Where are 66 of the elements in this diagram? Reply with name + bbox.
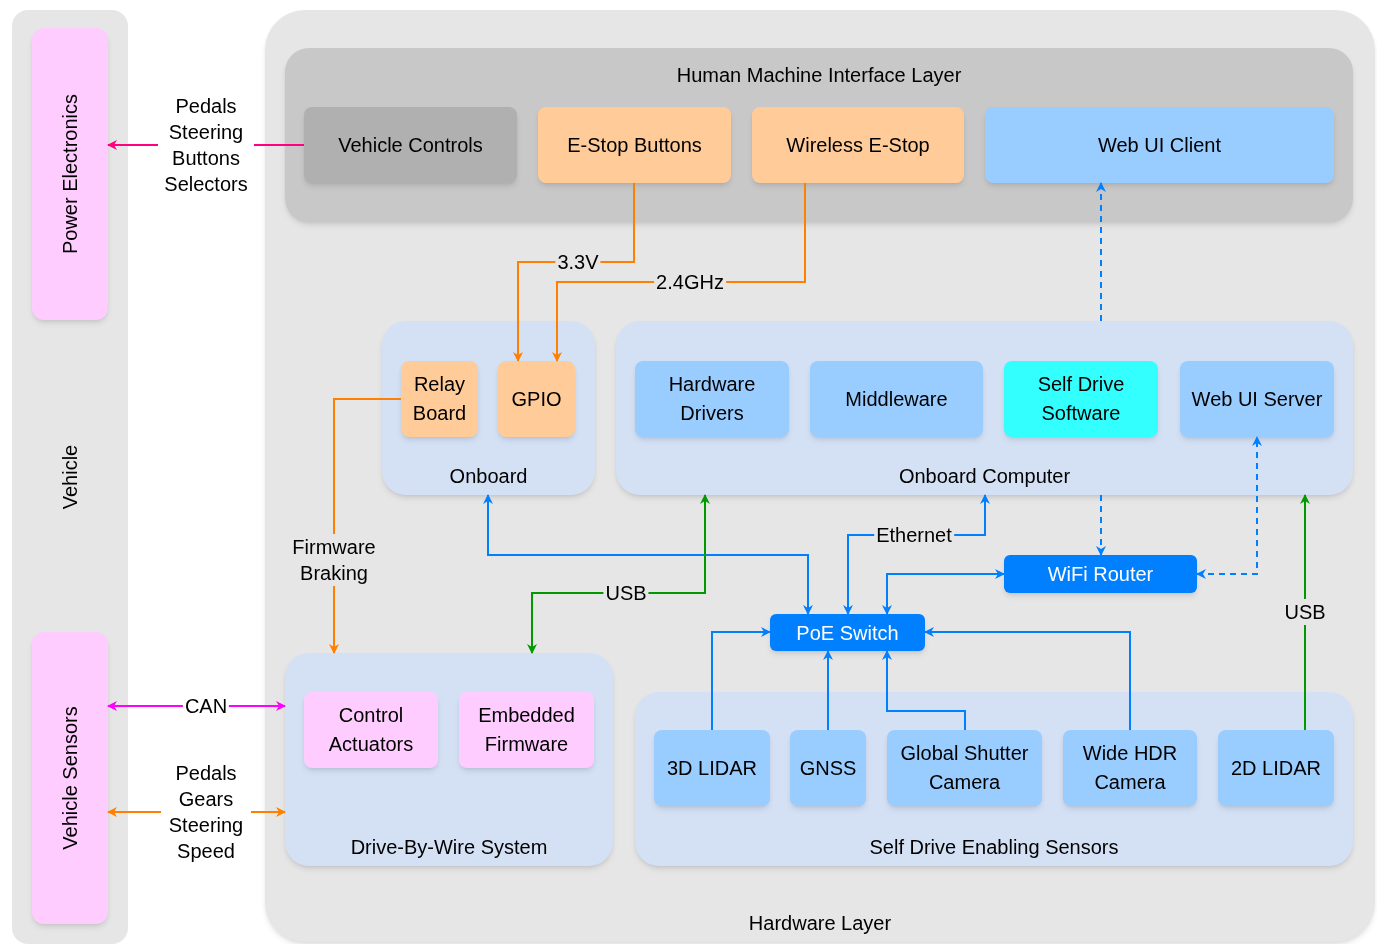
process-box [1063,730,1197,806]
group-box [382,321,595,495]
side-panel [12,10,128,944]
box-label: Web UI Client [1098,132,1221,158]
process-box [538,107,731,183]
group-box [616,321,1353,495]
rotated-label: Vehicle Sensors [58,706,82,850]
process-box [304,107,517,183]
box-label: Hardware Drivers [667,372,757,426]
rotated-label: Vehicle [58,444,82,510]
box-label: Vehicle Controls [338,132,483,158]
box-label: E-Stop Buttons [567,132,702,158]
process-box [459,692,594,768]
process-box [752,107,964,183]
process-box [654,730,770,806]
process-box [810,361,983,437]
process-box [790,730,866,806]
box-label: 2D LIDAR [1231,755,1321,781]
rotated-label: Power Electronics [58,93,82,255]
process-box [887,730,1042,806]
arrow [823,650,833,731]
arrow [1096,494,1106,556]
process-box [304,692,438,768]
rotated-box [32,632,108,924]
group-label: Onboard Computer [898,464,1071,489]
group-box [635,692,1353,866]
arrow [1196,436,1262,579]
arrow [1096,182,1106,322]
box-label: Self Drive Software [1036,372,1126,426]
box-label: Wide HDR Camera [1081,741,1179,795]
group-box [285,653,613,866]
process-box [1180,361,1334,437]
box-label: WiFi Router [1047,562,1154,587]
layer-panel [265,10,1375,942]
process-box [635,361,789,437]
arrow [882,569,1005,615]
process-box [1218,730,1334,806]
group-label: Self Drive Enabling Sensors [869,835,1119,860]
arrow [924,627,1131,731]
group-label: Onboard [449,464,528,489]
device-box [1004,555,1197,593]
group-label: Drive-By-Wire System [349,835,549,860]
process-box [498,361,575,437]
process-box [985,107,1334,183]
box-label: GPIO [511,386,562,412]
arrow [1300,494,1310,731]
box-label: Embedded Firmware [477,703,576,757]
box-label: Wireless E-Stop [786,132,930,158]
box-label: Web UI Server [1191,386,1323,412]
device-box [770,614,925,651]
rotated-box [32,28,108,320]
process-box [401,361,478,437]
box-label: 3D LIDAR [667,755,757,781]
layer-panel [285,48,1353,222]
box-label: Control Actuators [327,703,415,757]
box-label: PoE Switch [796,620,899,646]
group-label: Hardware Layer [748,911,892,936]
arrow [711,627,771,731]
box-label: Middleware [845,386,948,412]
group-label: Human Machine Interface Layer [676,63,962,88]
process-box [1004,361,1158,437]
arrow [483,494,813,615]
arrow [882,650,966,731]
box-label: Global Shutter Camera [899,741,1030,795]
box-label: GNSS [799,755,857,781]
box-label: Relay Board [411,372,468,426]
